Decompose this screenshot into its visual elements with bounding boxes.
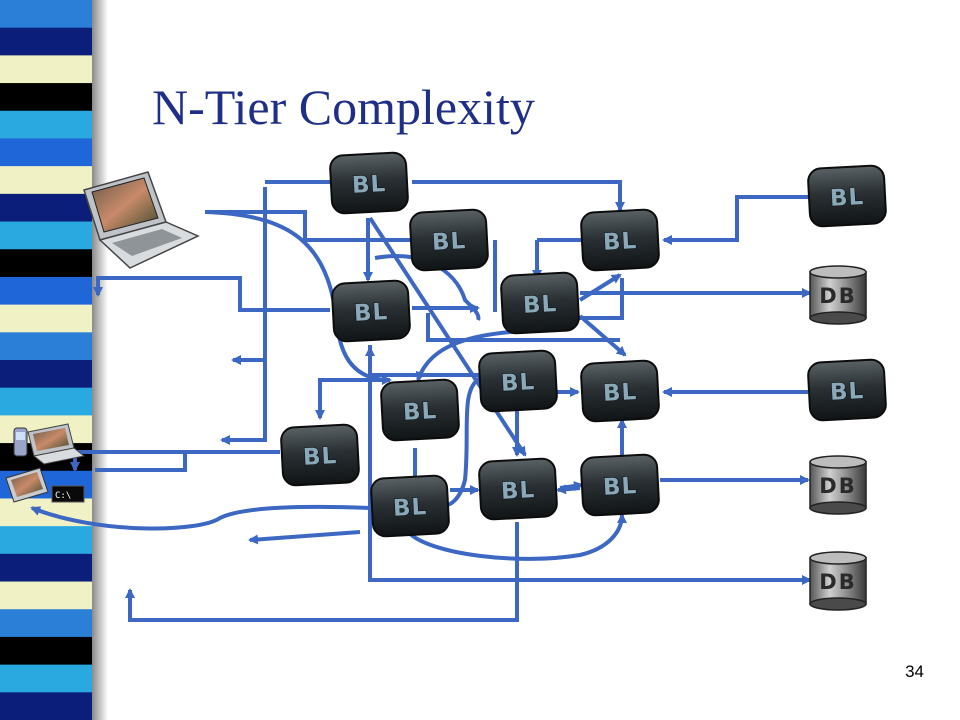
terminal-text: C:\ [55,491,71,501]
bl-label: BL [829,184,865,212]
bl-box: BL [478,457,558,521]
connector [93,276,330,312]
terminal-icon: C:\ [51,485,85,503]
connector [426,313,620,342]
bl-label: BL [351,171,387,199]
bl-box: BL [331,279,411,343]
bl-box: BL [380,378,460,442]
stripe-band [0,553,92,583]
db-label: DB [819,284,856,308]
connector [578,314,627,357]
stripe-band [0,636,92,666]
db-label: DB [819,570,856,594]
stripe-band [0,664,92,693]
small-laptop-icon [27,423,86,465]
stripe-band [0,27,92,56]
bl-box: BL [329,151,409,215]
stripe-band [0,221,92,250]
stripe-band [0,609,92,638]
db-cylinder: DB [809,265,867,325]
phone-icon [13,427,28,457]
connector-lines [30,180,812,622]
bl-label: BL [602,473,638,501]
stripe-band [0,166,92,195]
connector [70,450,280,472]
stripe-band [0,332,92,361]
connector [95,452,187,472]
connector [445,376,482,507]
connector [220,187,267,445]
bl-label: BL [392,494,428,522]
bl-label: BL [522,291,558,319]
stripe-band [0,0,92,29]
stripe-band [0,110,92,139]
bl-box: BL [807,164,887,228]
bl-box: BL [478,349,558,413]
connector [412,180,625,212]
bl-label: BL [602,228,638,256]
stripe-band [0,138,92,167]
stripe-band [0,304,92,333]
bl-label: BL [431,228,467,256]
connector [662,195,810,245]
bl-label: BL [500,477,536,505]
decorative-stripe [0,0,92,720]
bl-box: BL [580,359,660,423]
stripe-band [0,581,92,610]
stripe-band [0,526,92,555]
stripe-band [0,387,92,416]
connector [374,254,481,321]
bl-box: BL [500,271,580,335]
page-number: 34 [905,662,924,681]
db-cylinder: DB [809,455,867,515]
connector [315,378,385,420]
db-cylinder: DB [809,551,867,611]
connector [556,484,581,495]
db-label: DB [819,474,856,498]
bl-box: BL [370,474,450,538]
bl-box: BL [580,453,660,517]
bl-label: BL [302,443,338,471]
bl-box: BL [409,208,489,272]
connector [125,522,519,622]
bl-label: BL [402,398,438,426]
stripe-band [0,692,92,720]
stripe-band [0,193,92,223]
bl-label: BL [829,378,865,406]
page-title: N-Tier Complexity [152,79,535,135]
bl-box: BL [807,358,887,422]
connector [248,530,361,545]
bl-box: BL [280,423,360,487]
bl-label: BL [500,369,536,397]
connector [368,345,812,585]
tablet-icon [5,467,49,503]
stripe-band [0,276,92,306]
stripe-band [0,55,92,84]
bl-box: BL [580,208,660,272]
connector [406,513,627,561]
stripe-band [0,83,92,112]
bl-label: BL [353,299,389,327]
stripe-band [0,249,92,278]
stripe-shadow [92,0,108,720]
laptop-icon [83,171,200,269]
connector [578,273,622,302]
connector [30,504,371,531]
connector [205,210,412,242]
stripe-band [0,360,92,389]
bl-label: BL [602,379,638,407]
